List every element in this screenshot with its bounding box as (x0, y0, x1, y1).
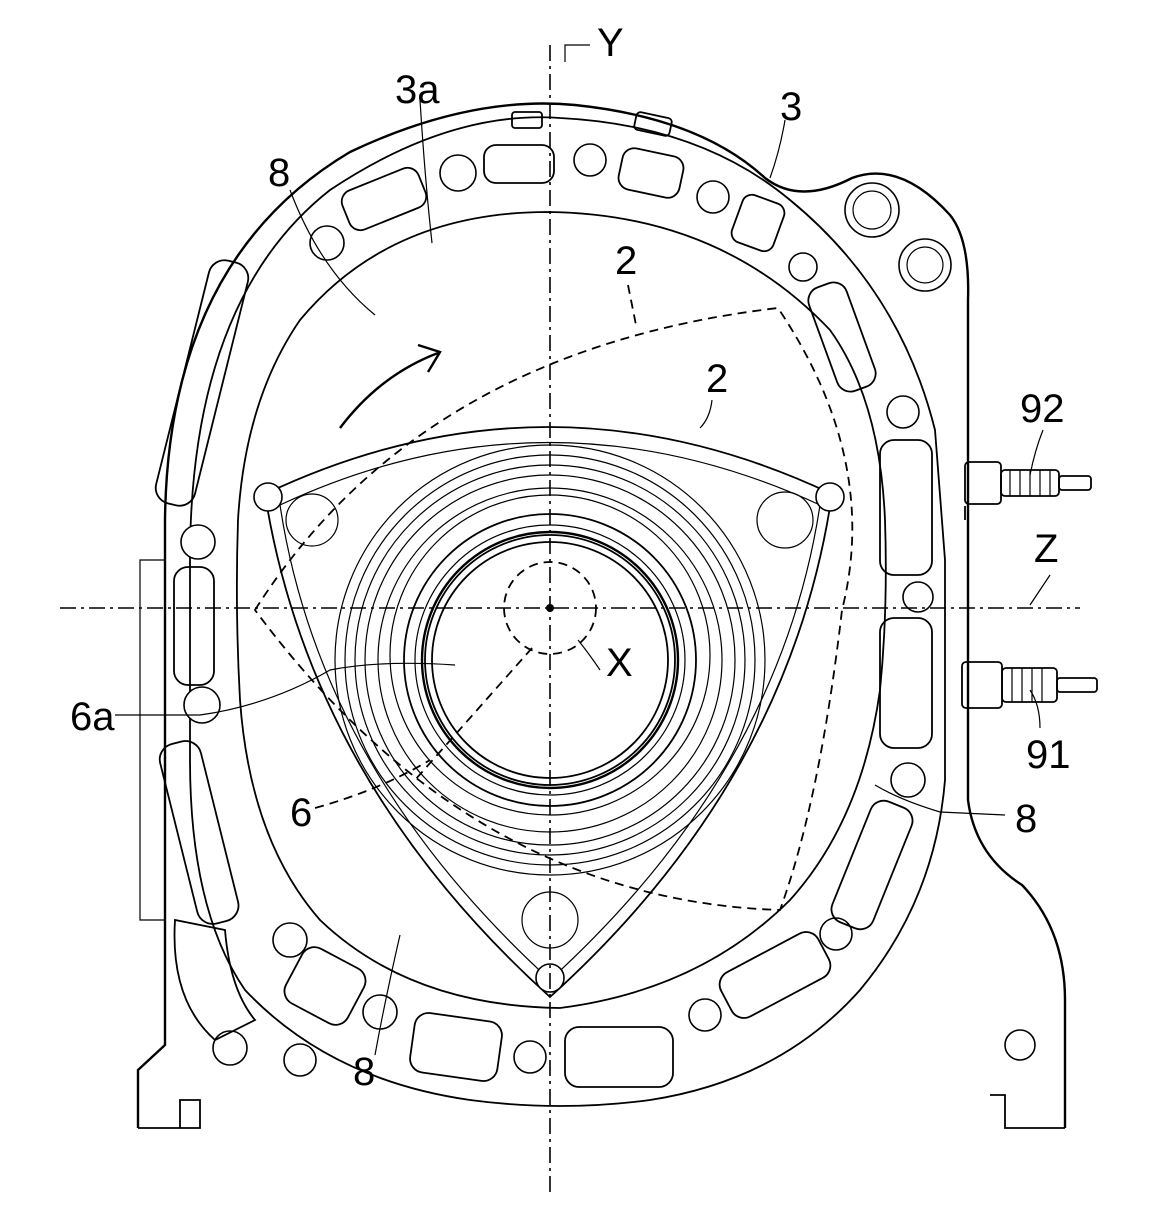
housing-left-flange (139, 559, 165, 921)
bolt-hole (439, 154, 477, 192)
coolant-slot (283, 946, 367, 1026)
leader-lines (115, 44, 1051, 1056)
bolt-hole (890, 762, 926, 798)
bolt-hole (886, 395, 920, 429)
label-center-x: X (606, 641, 633, 685)
coolant-slot (409, 1012, 503, 1082)
top-right-bosses (844, 182, 952, 292)
bolt-hole (788, 252, 818, 282)
label-shaft: 6 (290, 791, 312, 835)
label-chamber-top-left: 8 (268, 151, 290, 195)
rotor-recess (285, 493, 339, 547)
rotation-arrow-head (417, 343, 442, 373)
center-point (546, 604, 554, 612)
label-axis-y: Y (597, 21, 624, 65)
coolant-slot (483, 144, 555, 184)
coolant-slot (830, 799, 914, 931)
rotor-dashed (253, 307, 854, 911)
bolt-hole (513, 1040, 547, 1074)
coolant-slot (807, 281, 877, 393)
label-rotor-solid: 2 (706, 357, 728, 401)
boss-inner (906, 246, 944, 284)
bolt-hole (183, 686, 221, 724)
bolt-hole (212, 1030, 248, 1066)
coolant-slot (879, 439, 933, 576)
coolant-slot (173, 566, 215, 686)
trochoid-surface (235, 211, 887, 1009)
label-rotor-dashed: 2 (615, 239, 637, 283)
coolant-slot (718, 931, 832, 1019)
bolt-hole (283, 1043, 317, 1077)
label-housing-inner: 3a (395, 68, 440, 112)
bolt-hole (1004, 1029, 1036, 1061)
bolt-hole (180, 524, 216, 560)
coolant-slot (173, 918, 257, 1042)
top-lug (511, 111, 543, 129)
coolant-slot (158, 740, 240, 925)
rotor-solid (264, 426, 833, 999)
coolant-slot (340, 166, 428, 232)
coolant-slot (730, 193, 786, 253)
rotation-arrow (339, 351, 439, 429)
bolt-hole (362, 994, 398, 1030)
coolant-slot (564, 1026, 674, 1088)
label-chamber-bottom: 8 (353, 1050, 375, 1094)
coolant-passages (154, 144, 933, 1088)
label-plug-lower: 91 (1026, 733, 1071, 777)
bolt-holes (180, 143, 1036, 1077)
spark-plug-lower (961, 661, 1098, 709)
rotor-solid-inner (279, 441, 821, 981)
bolt-ring-outer (189, 116, 946, 1107)
housing-base-left (138, 1099, 201, 1129)
top-lug (633, 111, 673, 137)
label-axis-z: Z (1034, 527, 1058, 571)
bolt-hole (819, 917, 853, 951)
coolant-slot (617, 147, 685, 199)
bolt-hole (309, 225, 345, 261)
housing-base-right (990, 1094, 1065, 1129)
apex-seal (815, 482, 845, 512)
apex-seal (253, 482, 283, 512)
label-shaft-bore: 6a (70, 695, 115, 739)
coolant-slot (154, 259, 250, 507)
bolt-hole (688, 998, 722, 1032)
bolt-hole (902, 581, 934, 613)
bolt-hole (696, 180, 730, 214)
housing-outline (136, 102, 1067, 1128)
bolt-hole (272, 922, 308, 958)
label-chamber-right: 8 (1015, 797, 1037, 841)
label-plug-upper: 92 (1020, 387, 1065, 431)
rotor-recess (756, 491, 814, 549)
label-housing: 3 (780, 85, 802, 129)
boss-inner (852, 190, 892, 230)
bolt-hole (573, 143, 607, 177)
spark-plug-upper (964, 461, 1092, 520)
coolant-slot (879, 617, 933, 749)
